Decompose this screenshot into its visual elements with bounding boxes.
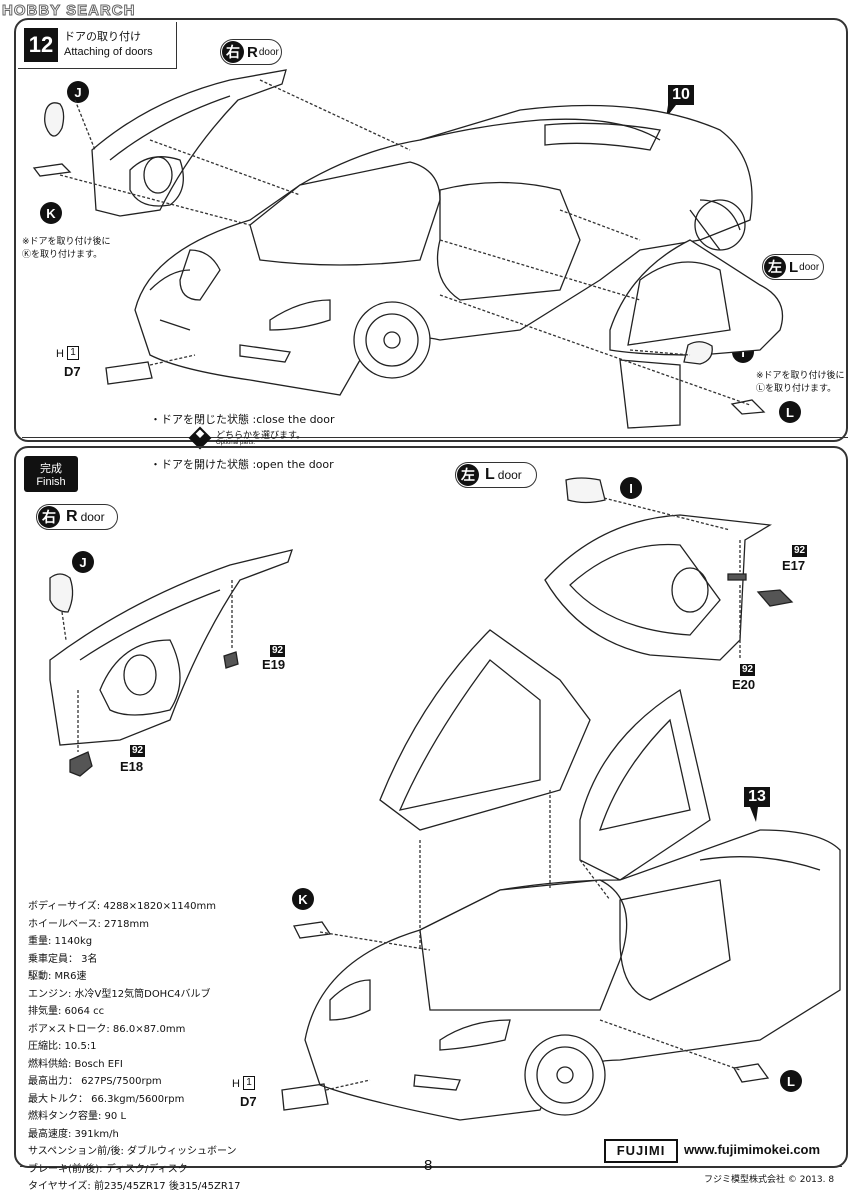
choose-jp: どちらかを選びます。: [216, 431, 306, 441]
part-tag-e18: 92: [130, 745, 146, 757]
right-door-letter: R: [247, 43, 258, 61]
spec-line: 駆動: MR6速: [28, 971, 87, 982]
spec-line: ボディーサイズ: 4288×1820×1140mm: [28, 901, 216, 912]
finish-right-door-label: 右 R door: [36, 504, 118, 530]
fujimi-logo: FUJIMI: [604, 1139, 678, 1163]
spec-line: 圧縮比: 10.5:1: [28, 1041, 97, 1052]
finish-right-door-word: door: [80, 510, 105, 524]
page-number: 8: [424, 1157, 433, 1174]
option-divider: [22, 437, 848, 438]
spec-line: 重量: 1140kg: [28, 936, 93, 947]
h-num-top: 1: [67, 346, 79, 360]
label-K-finish: K: [292, 888, 314, 910]
right-door-word: door: [258, 46, 279, 58]
label-J-top: J: [67, 81, 89, 103]
option-open-door: ・ドアを開けた状態 :open the door: [150, 458, 334, 471]
spec-line: 最大トルク： 66.3kgm/5600rpm: [28, 1093, 185, 1105]
choose-en: Optional parts.: [216, 440, 256, 446]
finish-right-door-letter: R: [66, 508, 78, 525]
h-label-top: H: [56, 348, 64, 360]
spec-line: 乗車定員： 3名: [28, 953, 98, 965]
spec-line: 燃料供給: Bosch EFI: [28, 1058, 123, 1070]
finish-right-kanji-badge: 右: [38, 506, 60, 528]
ref-number-13: 13: [744, 787, 770, 807]
part-e17: E17: [782, 558, 806, 573]
spec-line: 排気量: 6064 cc: [28, 1006, 105, 1017]
website: www.fujimimokei.com: [684, 1142, 821, 1157]
finish-title-jp: 完成: [40, 462, 62, 475]
part-tag-e19: 92: [270, 645, 286, 657]
label-L-finish: L: [780, 1070, 802, 1092]
spec-line: エンジン: 水冷V型12気筒DOHC4バルブ: [28, 988, 211, 1000]
spec-line: サスペンション前/後: ダブルウィッシュボーン: [28, 1146, 237, 1157]
left-door-letter: L: [789, 258, 799, 276]
step-12-panel: [14, 18, 848, 442]
left-door-word: door: [799, 261, 820, 273]
part-tag-e20: 92: [740, 664, 756, 676]
note-l: ※ドアを取り付け後に Ⓛを取り付けます。: [756, 371, 845, 394]
label-L-top: L: [779, 401, 801, 423]
part-e19: E19: [262, 657, 286, 672]
spec-line: 最高速度: 391km/h: [28, 1128, 119, 1140]
spec-line: 燃料タンク容量: 90 L: [28, 1111, 127, 1122]
h-num-finish: 1: [243, 1076, 255, 1090]
spec-line: 最高出力： 627PS/7500rpm: [28, 1076, 162, 1087]
d7-top: D7: [64, 364, 81, 379]
footer-rule-left: [20, 1166, 416, 1167]
finish-left-door-word: door: [497, 468, 522, 482]
watermark: HOBBY SEARCH: [1, 2, 136, 20]
option-close-door: ・ドアを閉じた状態 :close the door: [150, 413, 335, 426]
label-I-finish: I: [620, 477, 642, 499]
finish-title-en: Finish: [36, 476, 66, 488]
left-kanji-badge: 左: [764, 256, 786, 278]
spec-line: ボア×ストローク: 86.0×87.0mm: [28, 1023, 186, 1035]
part-e20: E20: [732, 677, 756, 692]
part-tag-e17: 92: [792, 545, 808, 557]
d7-finish: D7: [240, 1094, 257, 1109]
top-right-door-label: 右 R door: [220, 39, 282, 65]
label-J-finish: J: [72, 551, 94, 573]
step-title-en: Attaching of doors: [64, 46, 153, 58]
step-title-jp: ドアの取り付け: [64, 30, 141, 43]
h-label-finish: H: [232, 1078, 240, 1090]
finish-left-kanji-badge: 左: [457, 464, 479, 486]
spec-line: ホイールベース: 2718mm: [28, 918, 149, 930]
part-e18: E18: [120, 759, 144, 774]
spec-line: ブレーキ(前/後): ディスク/ディスク: [28, 1163, 188, 1175]
right-kanji-badge: 右: [222, 41, 244, 63]
step-number: 12: [24, 28, 58, 62]
step-header-frame: [18, 22, 177, 69]
note-k: ※ドアを取り付け後に Ⓚを取り付けます。: [22, 237, 111, 260]
top-left-door-label: 左 L door: [762, 254, 824, 280]
label-K-top: K: [40, 202, 62, 224]
finish-badge: 完成 Finish: [24, 456, 78, 492]
footer-rule-right: [446, 1166, 842, 1167]
spec-list: ボディーサイズ: 4288×1820×1140mm ホイールベース: 2718m…: [28, 898, 241, 1196]
finish-left-door-letter: L: [485, 466, 495, 483]
copyright: フジミ模型株式会社 © 2013. 8: [704, 1175, 835, 1185]
finish-left-door-label: 左 L door: [455, 462, 537, 488]
finish-panel: [14, 446, 848, 1168]
spec-line: タイヤサイズ: 前235/45ZR17 後315/45ZR17: [28, 1181, 241, 1192]
ref-number-10: 10: [668, 85, 694, 105]
